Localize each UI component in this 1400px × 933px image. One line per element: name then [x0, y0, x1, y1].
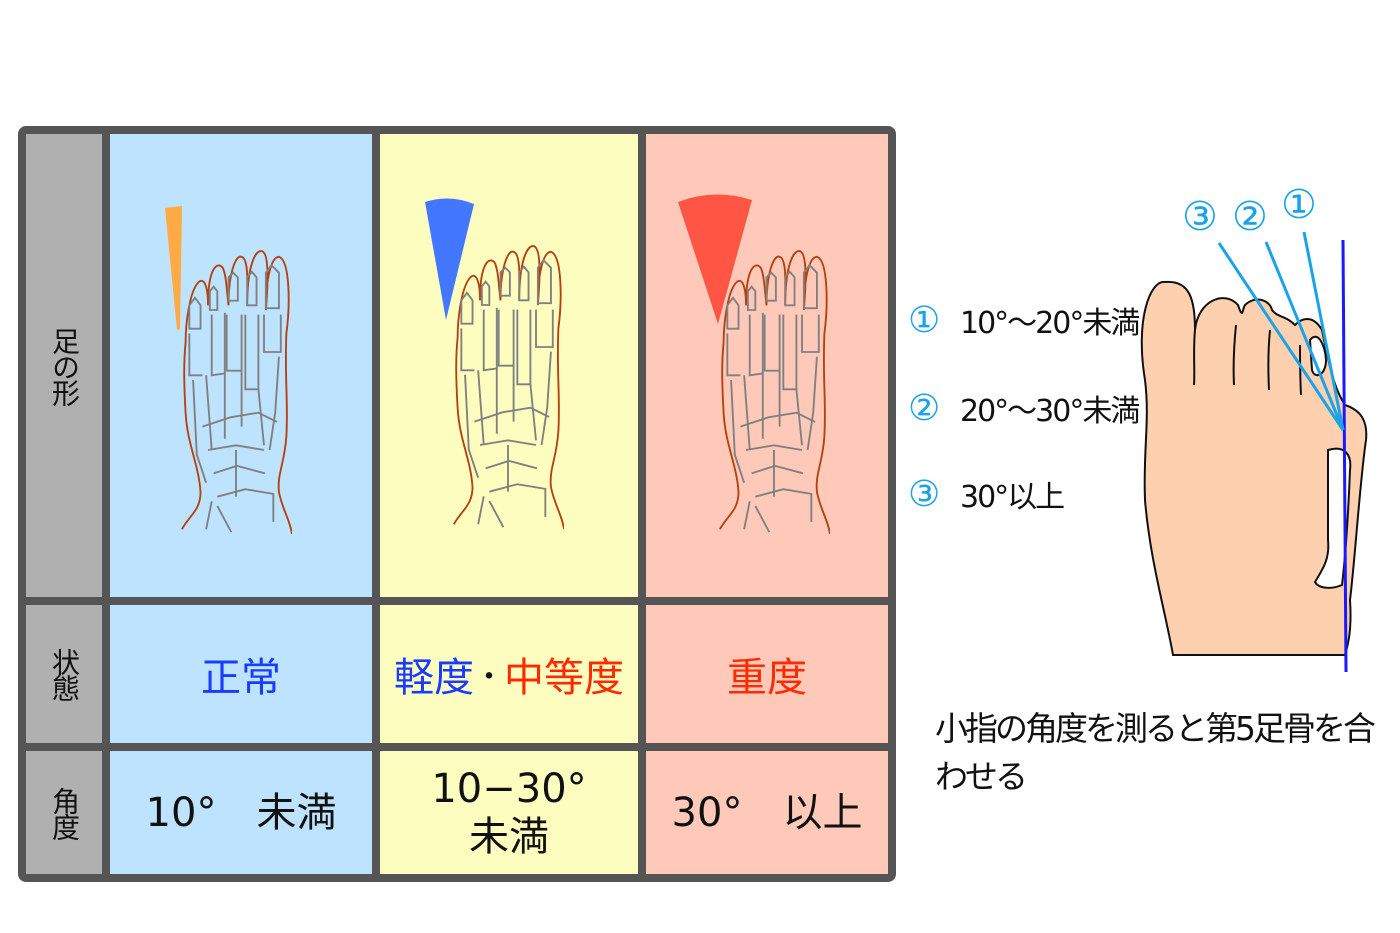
- state-normal: 正常: [110, 605, 372, 743]
- angle-wedge-mild: [425, 198, 474, 320]
- marker-3: ③: [1182, 194, 1218, 240]
- state-severe: 重度: [646, 605, 888, 743]
- legend-item-1: ① 10°～20°未満: [908, 298, 1140, 342]
- state-mild: 軽度: [394, 655, 474, 701]
- legend-item-3: ③ 30°以上: [908, 472, 1065, 516]
- angle-normal: 10° 未満: [110, 751, 372, 874]
- fifth-metatarsal-axis-line: [1341, 239, 1348, 673]
- legend-item-2: ② 20°～30°未満: [908, 386, 1140, 430]
- state-mild-moderate: 軽度・中等度: [380, 605, 638, 743]
- row-label-foot-shape: 足の形: [26, 134, 102, 597]
- foot-sole-illustration: [1140, 280, 1368, 656]
- foot-shape-mild-moderate: [380, 134, 638, 597]
- angle-severe: 30° 以上: [646, 751, 888, 874]
- legend-text-3: 30°以上: [960, 480, 1065, 515]
- foot-illustration-normal: [165, 206, 292, 535]
- row-label-angle: 角度: [26, 751, 102, 874]
- angle-line-1: [1302, 231, 1345, 431]
- state-separator: ・: [474, 660, 504, 695]
- diagram-caption: 小指の角度を測ると第5足骨を合わせる: [935, 709, 1376, 796]
- angle-mild-moderate: 10−30° 未満: [380, 751, 638, 874]
- classification-table: 足の形 状態 正常 軽度・中等度 重度 角度 10° 未満 10−30° 未満 …: [18, 126, 896, 882]
- legend-num-3: ③: [908, 473, 940, 515]
- legend-text-2: 20°～30°未満: [960, 394, 1140, 429]
- angle-line-3: [1217, 242, 1345, 431]
- angle-line-2: [1264, 241, 1345, 431]
- angle-wedge-severe: [678, 194, 752, 324]
- foot-illustration-severe: [678, 194, 830, 535]
- row-label-state: 状態: [26, 605, 102, 743]
- foot-illustration-mild: [425, 198, 564, 530]
- foot-shape-normal: [110, 134, 372, 597]
- foot-shape-severe: [646, 134, 888, 597]
- legend-num-2: ②: [908, 387, 940, 429]
- legend-text-1: 10°～20°未満: [960, 306, 1140, 341]
- angle-range: 10−30°: [431, 765, 587, 812]
- marker-2: ②: [1232, 194, 1268, 240]
- marker-1: ①: [1281, 182, 1317, 228]
- legend-num-1: ①: [908, 299, 940, 341]
- state-moderate: 中等度: [504, 655, 624, 701]
- angle-wedge-normal: [165, 206, 182, 330]
- angle-range-suffix: 未満: [469, 813, 549, 860]
